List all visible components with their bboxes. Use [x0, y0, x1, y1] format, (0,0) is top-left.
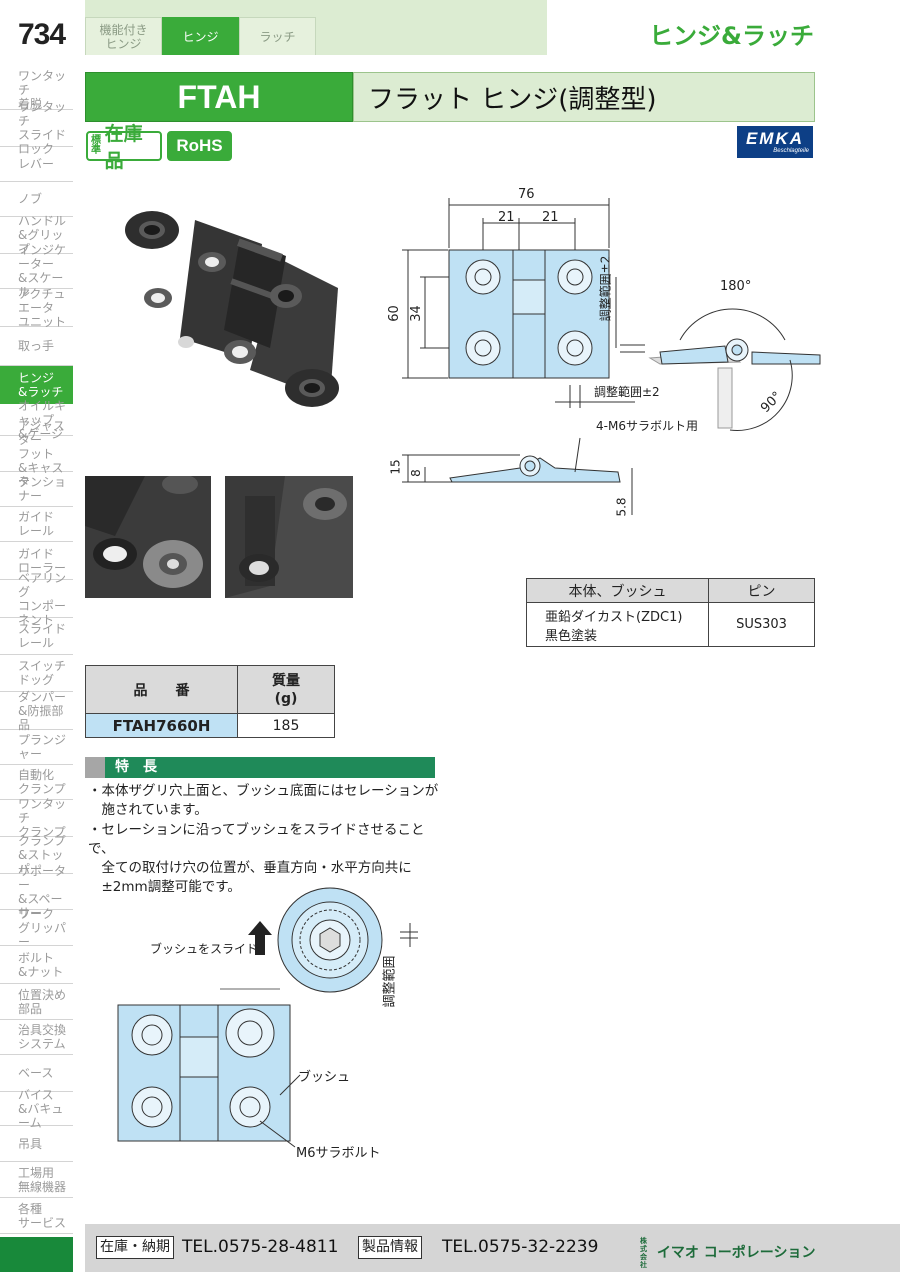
material-header-pin: ピン: [708, 578, 815, 603]
material-header-body: 本体、ブッシュ: [526, 578, 709, 603]
sidebar-item[interactable]: ワンタッチ スライドロック: [0, 100, 73, 156]
hinge-photo: [125, 211, 339, 407]
sidebar-item[interactable]: ボルト &ナット: [0, 946, 73, 984]
footer-stock-label: 在庫・納期: [96, 1236, 174, 1259]
bush-label: ブッシュ: [298, 1070, 351, 1085]
sidebar-item[interactable]: ノブ: [0, 182, 73, 217]
sidebar-item[interactable]: ワンタッチ 着脱: [0, 69, 73, 111]
sidebar-item[interactable]: ベース: [0, 1055, 73, 1092]
dim-adjust-horizontal: 調整範囲±2: [594, 385, 660, 399]
tab-function-hinge[interactable]: 機能付き ヒンジ: [85, 17, 162, 55]
tab-latch[interactable]: ラッチ: [239, 17, 316, 55]
sidebar-item[interactable]: 治具交換 システム: [0, 1020, 73, 1055]
part-header-weight: 質量 (g): [237, 665, 335, 714]
sidebar-item[interactable]: テンショナー: [0, 472, 73, 507]
footer-stock-tel[interactable]: TEL.0575-28-4811: [182, 1237, 339, 1257]
sidebar-item[interactable]: ベアリング コンポーネント: [0, 571, 73, 627]
dim-height: 60: [386, 305, 402, 322]
tab-label: 機能付き ヒンジ: [99, 22, 148, 51]
sidebar-item[interactable]: 吊具: [0, 1126, 73, 1162]
sidebar-item[interactable]: アクチュエータ ユニット: [0, 287, 73, 329]
sidebar-footer-block: [0, 1237, 73, 1272]
emka-logo-brand: EMKA: [745, 129, 805, 148]
sidebar-item[interactable]: バイス &バキューム: [0, 1088, 73, 1130]
company-name: 株式 会社 イマオ コーポレーション: [640, 1237, 815, 1269]
material-pin-value: SUS303: [708, 602, 815, 647]
detail-photo-bush: [225, 476, 353, 598]
stock-badge-small: 標準: [91, 135, 101, 156]
sidebar-item[interactable]: ハンドル &グリップ: [0, 214, 73, 256]
emka-logo: EMKA Beschlagteile: [737, 126, 813, 158]
part-weight-value: 185: [237, 713, 335, 738]
feature-item-2: ・セレーションに沿ってブッシュをスライドさせることで、 全ての取付け穴の位置が、…: [88, 822, 425, 895]
sidebar-item[interactable]: プランジャー: [0, 730, 73, 765]
sidebar-item[interactable]: 自動化 クランプ: [0, 765, 73, 800]
adjust-range-label: 調整範囲: [382, 955, 398, 1008]
sidebar-item[interactable]: スライド レール: [0, 618, 73, 655]
dim-hole-pitch: 34: [408, 305, 424, 322]
dimension-drawing: [402, 198, 821, 515]
sidebar-item[interactable]: ガイド レール: [0, 507, 73, 542]
part-number-table: 品 番 質量 (g) FTAH7660H 185: [85, 665, 335, 738]
sidebar-item[interactable]: ガイド ローラー: [0, 542, 73, 580]
dim-adjust-vertical: 調整範囲±2: [598, 255, 613, 322]
sidebar-item[interactable]: レバー: [0, 147, 73, 182]
footer-info-tel[interactable]: TEL.0575-32-2239: [442, 1237, 599, 1257]
bolt-label: M6サラボルト: [296, 1146, 381, 1161]
sidebar-item[interactable]: ワンタッチ クランプ: [0, 797, 73, 839]
product-name: フラット ヒンジ(調整型): [353, 72, 815, 122]
dim-half-left: 21: [498, 210, 515, 225]
sidebar-item[interactable]: ダンパー &防振部品: [0, 690, 73, 732]
footer-info-label: 製品情報: [358, 1236, 422, 1259]
material-table: 本体、ブッシュ ピン 亜鉛ダイカスト(ZDC1) 黒色塗装 SUS303: [526, 578, 815, 647]
sidebar-item[interactable]: 取っ手: [0, 327, 73, 366]
features-header: 特 長: [85, 757, 435, 778]
dim-overall-width: 76: [518, 187, 535, 202]
tab-label: ラッチ: [259, 29, 296, 44]
dim-side-leaf: 8: [408, 469, 423, 477]
company-label: イマオ コーポレーション: [656, 1245, 816, 1261]
detail-photo-serration: [85, 474, 211, 598]
company-prefix: 株式 会社: [640, 1237, 647, 1269]
tab-hinge[interactable]: ヒンジ: [162, 17, 239, 55]
sidebar-item[interactable]: ヒンジ &ラッチ: [0, 366, 73, 404]
sidebar-item[interactable]: ワーク グリッパー: [0, 907, 73, 949]
sidebar-item[interactable]: インジケーター &スケール: [0, 243, 73, 299]
sidebar-item[interactable]: 位置決め 部品: [0, 984, 73, 1020]
product-code: FTAH: [85, 72, 353, 122]
tab-label: ヒンジ: [182, 29, 219, 44]
adjustment-diagram: [117, 887, 418, 1148]
stock-badge: 標準 在庫品: [86, 123, 162, 172]
slide-label: ブッシュをスライド: [150, 942, 259, 956]
sidebar-item[interactable]: クランプ &ストッパー: [0, 834, 73, 876]
category-title: ヒンジ&ラッチ: [649, 22, 814, 50]
part-header-number: 品 番: [85, 665, 238, 714]
dim-side-thickness: 5.8: [614, 497, 629, 517]
footer-bar: [85, 1224, 900, 1272]
sidebar-item[interactable]: 工場用 無線機器: [0, 1162, 73, 1198]
emka-logo-sub: Beschlagteile: [773, 148, 809, 154]
sidebar-item[interactable]: スイッチ ドッグ: [0, 655, 73, 692]
dim-bolt-note: 4-M6サラボルト用: [596, 419, 698, 433]
dim-half-right: 21: [542, 210, 559, 225]
dim-open-angle: 180°: [720, 279, 752, 294]
sidebar-item[interactable]: 各種 サービス: [0, 1198, 73, 1234]
part-number-value: FTAH7660H: [85, 713, 238, 738]
dim-side-height: 15: [388, 459, 403, 475]
stock-badge-big: 在庫品: [104, 123, 143, 172]
material-body-value: 亜鉛ダイカスト(ZDC1) 黒色塗装: [526, 602, 709, 647]
feature-item-1: ・本体ザグリ穴上面と、ブッシュ底面にはセレーションが 施されています。: [88, 783, 439, 818]
page-number: 734: [18, 18, 66, 51]
rohs-badge: RoHS: [167, 131, 232, 161]
sidebar-item[interactable]: アジャスター フット &キャスタ: [0, 419, 73, 489]
sidebar-item[interactable]: サポーター &スペーサー: [0, 864, 73, 920]
top-tab-bar: 機能付き ヒンジ ヒンジ ラッチ: [85, 0, 547, 55]
